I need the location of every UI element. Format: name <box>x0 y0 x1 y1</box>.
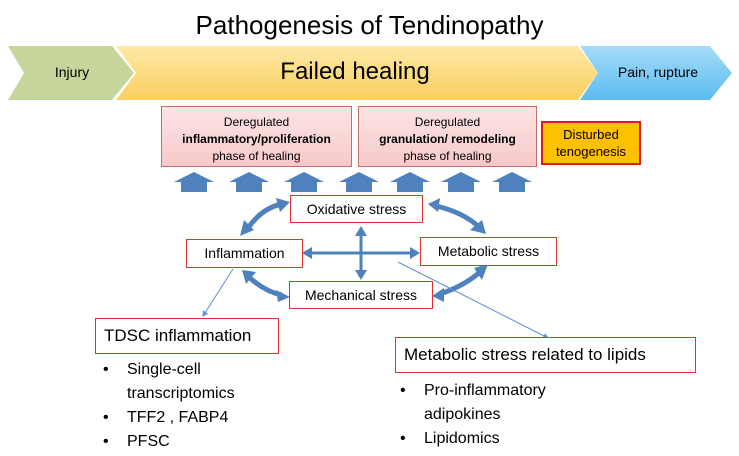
tdsc-bullet: TFF2 , FABP4 <box>103 406 303 430</box>
pain-chevron <box>580 46 732 100</box>
phase-box-inflammatory-line3: phase of healing <box>212 149 301 163</box>
tdsc-bullet: Single-cell transcriptomics <box>103 358 277 406</box>
phase-box-inflammatory: Deregulated inflammatory/proliferation p… <box>161 106 352 167</box>
phase-box-inflammatory-line2: inflammatory/proliferation <box>182 132 331 146</box>
lipid-bullet-list: Pro-inflammatory adipokines Lipidomics <box>400 379 620 451</box>
disturbed-tenogenesis-box: Disturbed tenogenesis <box>541 121 641 165</box>
oxidative-stress-node: Oxidative stress <box>290 195 423 223</box>
failed-healing-chevron <box>116 46 598 100</box>
tdsc-bullet-list: Single-cell transcriptomics TFF2 , FABP4… <box>103 358 303 454</box>
mechanical-stress-node: Mechanical stress <box>289 281 433 309</box>
connector-tdsc <box>202 268 234 318</box>
phase-box-granulation-line1: Deregulated <box>414 115 481 129</box>
injury-chevron <box>8 46 134 100</box>
disturbed-line2: tenogenesis <box>555 144 627 159</box>
connector-lipids <box>397 261 550 339</box>
inflammation-node: Inflammation <box>186 239 303 268</box>
phase-box-granulation-line3: phase of healing <box>403 149 492 163</box>
phase-box-granulation-line2: granulation/ remodeling <box>379 132 516 146</box>
tdsc-bullet: PFSC <box>103 430 303 454</box>
pain-rupture-label: Pain, rupture <box>617 64 699 80</box>
lipid-bullet: Lipidomics <box>400 427 620 451</box>
cross-arrows <box>302 226 420 280</box>
phase-box-inflammatory-line1: Deregulated <box>223 115 290 129</box>
disturbed-line1: Disturbed <box>563 127 619 142</box>
tdsc-inflammation-box: TDSC inflammation <box>95 318 279 354</box>
phase-box-granulation: Deregulated granulation/ remodeling phas… <box>358 106 537 167</box>
diagram-title: Pathogenesis of Tendinopathy <box>195 10 544 40</box>
injury-label: Injury <box>54 64 90 80</box>
failed-healing-label: Failed healing <box>280 58 430 85</box>
metabolic-stress-node: Metabolic stress <box>420 237 557 266</box>
up-arrows <box>174 172 532 192</box>
lipid-bullet: Pro-inflammatory adipokines <box>400 379 584 427</box>
lipid-metabolic-stress-box: Metabolic stress related to lipids <box>395 337 696 373</box>
